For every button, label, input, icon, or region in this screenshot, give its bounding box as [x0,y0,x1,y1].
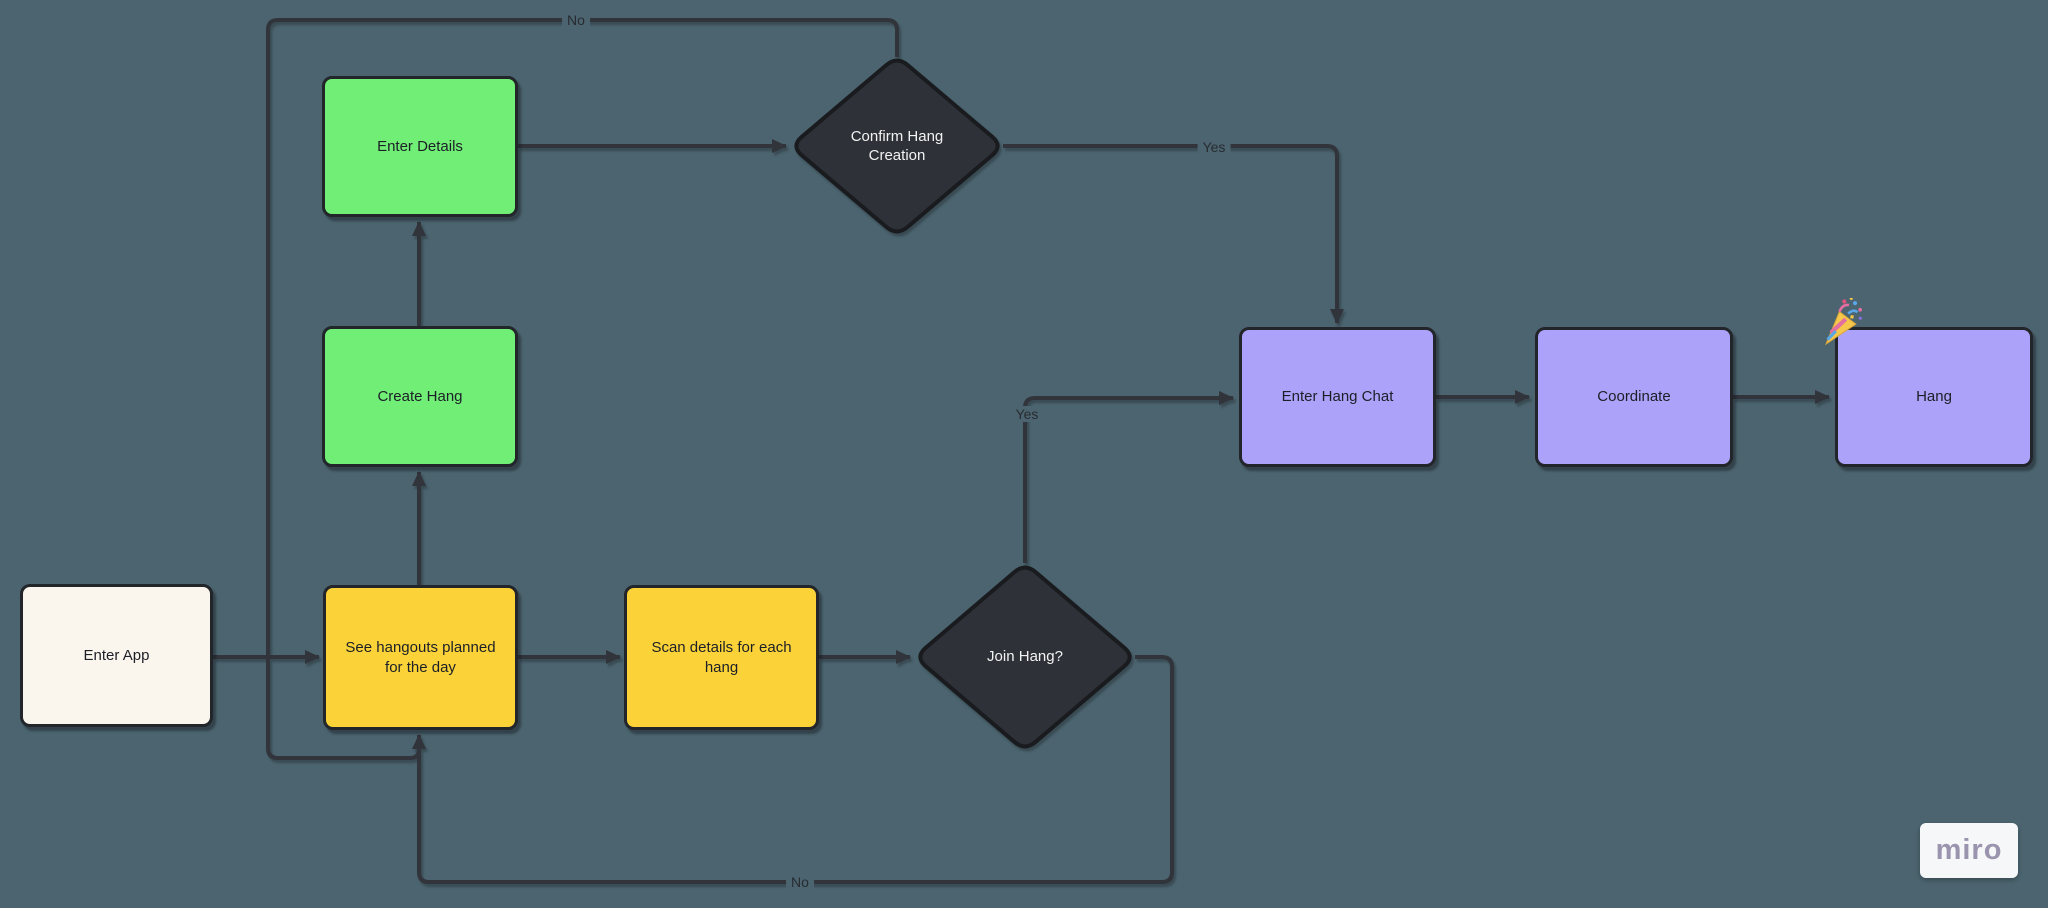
edge-label-confirm-no[interactable]: No [562,12,590,28]
edge-label-join-yes[interactable]: Yes [1010,406,1044,422]
node-coordinate[interactable]: Coordinate [1535,327,1733,467]
node-hang[interactable]: Hang [1835,327,2033,467]
miro-logo-text: miro [1935,834,2003,866]
node-join-hang-shape[interactable] [918,565,1132,749]
node-see-hangouts[interactable]: See hangouts planned for the day [323,585,518,730]
node-confirm-hang-creation-shape[interactable] [794,58,1000,234]
node-enter-hang-chat-label: Enter Hang Chat [1281,388,1394,406]
node-scan-details[interactable]: Scan details for each hang [624,585,819,730]
node-enter-details-label: Enter Details [377,137,463,155]
node-scan-details-label: Scan details for each hang [651,639,792,676]
edge-label-confirm-yes[interactable]: Yes [1197,139,1231,155]
node-enter-hang-chat[interactable]: Enter Hang Chat [1239,327,1436,467]
node-create-hang-label: Create Hang [377,387,463,405]
edge-confirm-no-to-see-hangouts[interactable] [266,18,899,760]
edge-confirm-yes-to-enter-hang-chat[interactable] [1003,144,1344,324]
node-create-hang[interactable]: Create Hang [322,326,518,467]
miro-watermark[interactable]: miro [1920,823,2018,878]
node-enter-app[interactable]: Enter App [20,584,213,727]
party-popper-emoji[interactable] [1816,298,1866,348]
node-coordinate-label: Coordinate [1597,388,1671,406]
edge-label-join-no[interactable]: No [786,874,814,890]
edge-join-yes-to-enter-hang-chat[interactable] [1023,391,1234,563]
node-enter-details[interactable]: Enter Details [322,76,518,217]
edge-join-no-to-see-hangouts[interactable] [412,655,1174,884]
node-enter-app-label: Enter App [83,646,150,664]
node-see-hangouts-label: See hangouts planned for the day [345,639,496,676]
node-hang-label: Hang [1916,388,1952,406]
